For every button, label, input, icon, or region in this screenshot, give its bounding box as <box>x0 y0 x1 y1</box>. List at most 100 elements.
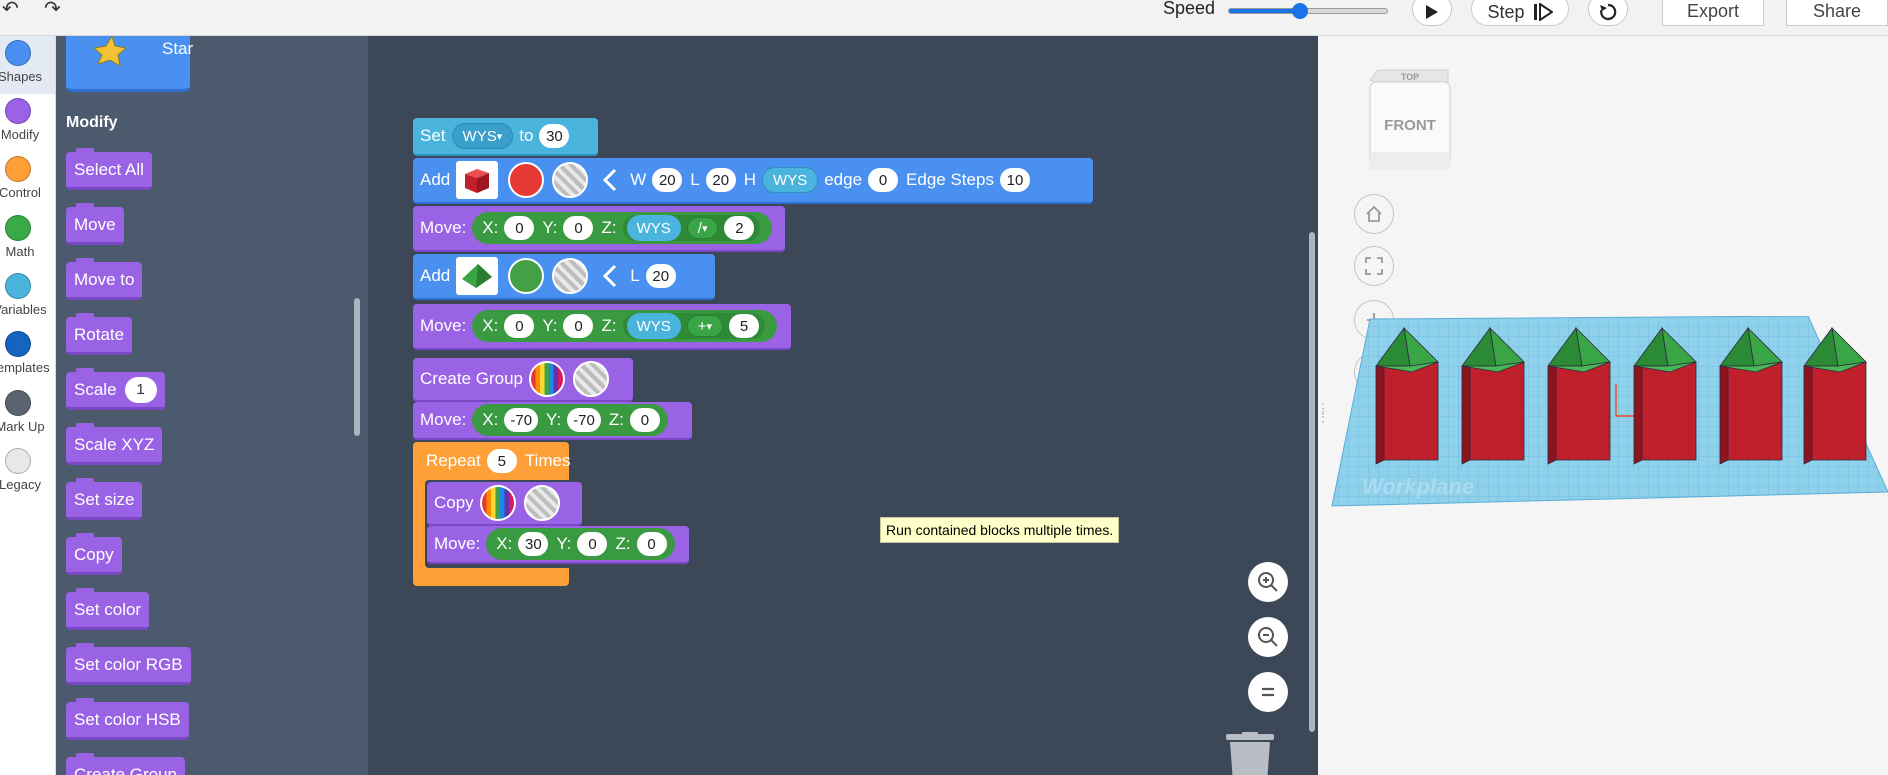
edge-value[interactable]: 0 <box>868 168 899 192</box>
z-math-expression[interactable]: WYS + 5 <box>622 313 766 339</box>
set-variable-block[interactable]: Set WYS to 30 <box>413 118 598 156</box>
move-block-3[interactable]: Move: X: -70 Y: -70 Z: 0 <box>413 402 692 440</box>
roof-color-swatch[interactable] <box>508 258 545 294</box>
undo-icon[interactable]: ↶ <box>2 0 19 20</box>
home-view-button[interactable] <box>1354 194 1394 234</box>
flyout-block-select-all[interactable]: Select All <box>66 148 152 190</box>
move-block-4[interactable]: Move: X: 30 Y: 0 Z: 0 <box>427 526 689 564</box>
group-material-swatch[interactable] <box>573 361 609 397</box>
house-5[interactable] <box>1719 326 1783 465</box>
flyout-block-set-size[interactable]: Set size <box>66 478 143 520</box>
reset-button[interactable] <box>1588 0 1628 26</box>
repeat-count[interactable]: 5 <box>486 449 517 473</box>
operand-value[interactable]: 5 <box>729 314 760 338</box>
flyout-block-scale-xyz[interactable]: Scale XYZ <box>66 423 163 465</box>
flyout-block-value[interactable]: 1 <box>124 376 157 403</box>
copy-block[interactable]: Copy <box>427 482 582 526</box>
width-value[interactable]: 20 <box>652 168 683 192</box>
x-value[interactable]: 0 <box>504 314 535 338</box>
flyout-block-create-group[interactable]: Create Group <box>66 753 185 775</box>
copy-material-swatch[interactable] <box>523 485 560 521</box>
roof-shape-thumbnail[interactable] <box>456 257 499 295</box>
group-color-swatch[interactable] <box>529 361 565 397</box>
speed-slider-thumb[interactable] <box>1292 3 1309 19</box>
collapse-chevron-icon[interactable] <box>600 168 620 192</box>
play-button[interactable] <box>1412 0 1452 26</box>
move-block-2[interactable]: Move: X: 0 Y: 0 Z: WYS + 5 <box>413 304 791 350</box>
category-mark-up[interactable]: Mark Up <box>0 386 55 444</box>
flyout-block-set-color-hsb[interactable]: Set color HSB <box>66 698 189 740</box>
house-6[interactable] <box>1803 326 1867 465</box>
step-button[interactable]: Step <box>1471 0 1569 26</box>
collapse-chevron-icon[interactable] <box>600 264 620 288</box>
flyout-block-move[interactable]: Move <box>66 203 124 245</box>
add-box-block[interactable]: Add W 20 L 20 H WYS edge 0 Edge Steps 10 <box>413 158 1093 204</box>
zoom-reset-button[interactable] <box>1248 672 1288 712</box>
flyout-block-rotate[interactable]: Rotate <box>66 313 133 355</box>
flyout-block-set-color-rgb[interactable]: Set color RGB <box>66 643 191 685</box>
z-variable[interactable]: WYS <box>626 313 681 339</box>
height-variable[interactable]: WYS <box>762 167 819 193</box>
repeat-header[interactable]: Repeat 5 Times <box>413 442 570 480</box>
x-value[interactable]: -70 <box>504 408 539 432</box>
view-cube[interactable]: TOP FRONT <box>1368 68 1452 172</box>
redo-icon[interactable]: ↷ <box>44 0 61 20</box>
star-block[interactable]: Star <box>66 36 193 92</box>
house-3[interactable] <box>1547 326 1611 465</box>
copy-color-swatch[interactable] <box>479 485 516 521</box>
house-1[interactable] <box>1375 326 1439 465</box>
z-value[interactable]: 0 <box>629 408 660 432</box>
z-value[interactable]: 0 <box>636 532 667 556</box>
share-button[interactable]: Share <box>1786 0 1888 26</box>
category-control[interactable]: Control <box>0 152 55 210</box>
y-value[interactable]: 0 <box>563 314 594 338</box>
category-math[interactable]: Math <box>0 211 55 269</box>
zoom-in-button[interactable] <box>1248 562 1288 602</box>
x-value[interactable]: 30 <box>518 532 549 556</box>
y-value[interactable]: 0 <box>563 216 594 240</box>
house-4[interactable] <box>1633 326 1697 465</box>
x-value[interactable]: 0 <box>504 216 535 240</box>
z-variable[interactable]: WYS <box>626 215 681 241</box>
create-group-block[interactable]: Create Group <box>413 358 633 402</box>
y-value[interactable]: 0 <box>577 532 608 556</box>
box-color-swatch[interactable] <box>508 162 545 198</box>
category-templates[interactable]: Templates <box>0 327 55 385</box>
length-value[interactable]: 20 <box>645 264 676 288</box>
operator-dropdown[interactable]: + <box>686 315 724 337</box>
variable-dropdown[interactable]: WYS <box>451 123 514 149</box>
category-legacy[interactable]: Legacy <box>0 444 55 502</box>
flyout-scrollbar[interactable] <box>354 298 360 436</box>
house-2[interactable] <box>1461 326 1525 465</box>
length-value[interactable]: 20 <box>705 168 736 192</box>
add-roof-block[interactable]: Add L 20 <box>413 254 715 300</box>
flyout-block-move-to[interactable]: Move to <box>66 258 143 300</box>
trash-can-icon[interactable] <box>1222 732 1278 775</box>
operand-value[interactable]: 2 <box>724 216 755 240</box>
box-material-swatch[interactable] <box>552 162 589 198</box>
set-value[interactable]: 30 <box>539 124 570 148</box>
flyout-block-set-color[interactable]: Set color <box>66 588 150 630</box>
workspace-scrollbar[interactable] <box>1309 232 1315 732</box>
edge-steps-value[interactable]: 10 <box>999 168 1030 192</box>
3d-scene[interactable]: Workplane <box>1318 316 1888 596</box>
export-button[interactable]: Export <box>1662 0 1764 26</box>
box-shape-thumbnail[interactable] <box>456 161 499 199</box>
z-math-expression[interactable]: WYS / 2 <box>622 215 761 241</box>
y-value[interactable]: -70 <box>567 408 601 432</box>
flyout-block-copy[interactable]: Copy <box>66 533 122 575</box>
operator-dropdown[interactable]: / <box>686 217 719 239</box>
3d-viewport[interactable]: TOP FRONT ⋮⋮ Workplane <box>1318 36 1888 775</box>
category-color-dot <box>5 273 31 299</box>
category-variables[interactable]: Variables <box>0 269 55 327</box>
speed-slider[interactable] <box>1228 3 1388 19</box>
fit-view-button[interactable] <box>1354 246 1394 286</box>
zoom-out-button[interactable] <box>1248 617 1288 657</box>
category-modify[interactable]: Modify <box>0 94 55 152</box>
category-shapes[interactable]: Shapes <box>0 36 55 94</box>
roof-material-swatch[interactable] <box>552 258 589 294</box>
move-block-1[interactable]: Move: X: 0 Y: 0 Z: WYS / 2 <box>413 206 785 252</box>
play-icon <box>1426 5 1438 19</box>
block-workspace[interactable]: Repeat 5 Times Set WYS to 30 Add W 20 L … <box>368 36 1318 775</box>
